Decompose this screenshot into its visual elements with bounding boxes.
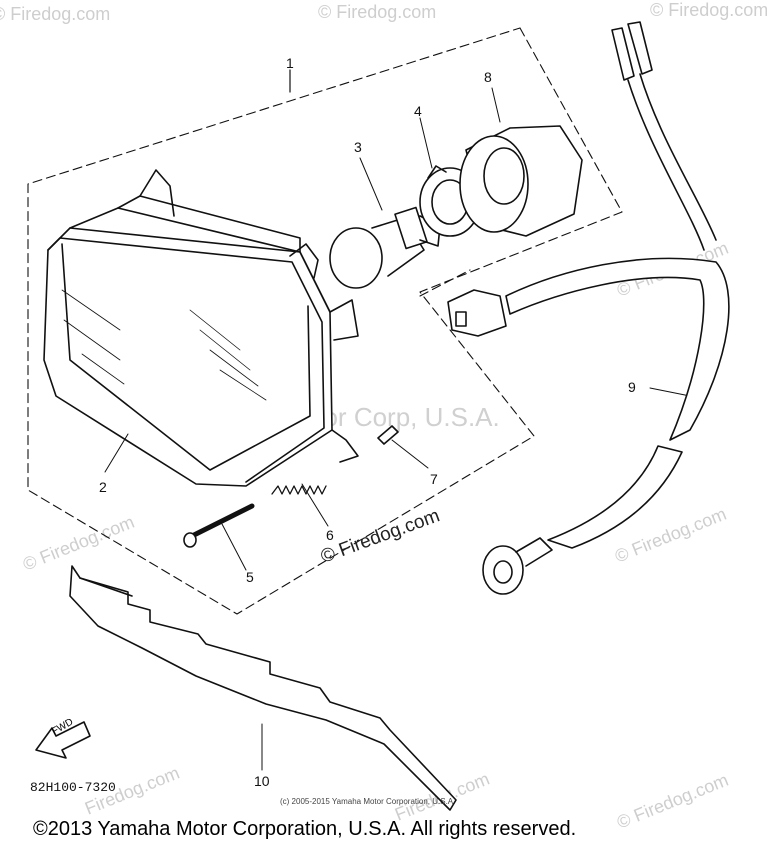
callout-9: 9 (628, 379, 636, 395)
copyright-small: (c) 2005-2015 Yamaha Motor Corporation, … (280, 797, 454, 806)
callout-7: 7 (430, 471, 438, 487)
spring (271, 485, 327, 495)
bracket (69, 565, 457, 811)
headlight-housing (43, 169, 359, 487)
callout-4: 4 (414, 103, 422, 119)
callout-3: 3 (354, 139, 362, 155)
watermark-firedog: © Firedog.com (318, 2, 437, 22)
callout-8: 8 (484, 69, 492, 85)
bulb (329, 206, 441, 289)
screw (183, 503, 255, 548)
watermark-firedog: © Firedog.com (0, 4, 111, 24)
callout-1: 1 (286, 55, 294, 71)
watermark-firedog: © Firedog.com (650, 0, 767, 20)
copyright-notice: ©2013 Yamaha Motor Corporation, U.S.A. A… (33, 818, 577, 840)
wire-harness (447, 21, 730, 595)
bulb-cover (459, 125, 583, 237)
callout-6: 6 (326, 527, 334, 543)
fwd-arrow-icon (35, 721, 91, 759)
assembly-boundary (27, 27, 623, 615)
diagram-code: 82H100-7320 (30, 780, 116, 795)
clip (377, 425, 399, 445)
callout-5: 5 (246, 569, 254, 585)
callout-2: 2 (99, 479, 107, 495)
callout-10: 10 (254, 773, 270, 789)
